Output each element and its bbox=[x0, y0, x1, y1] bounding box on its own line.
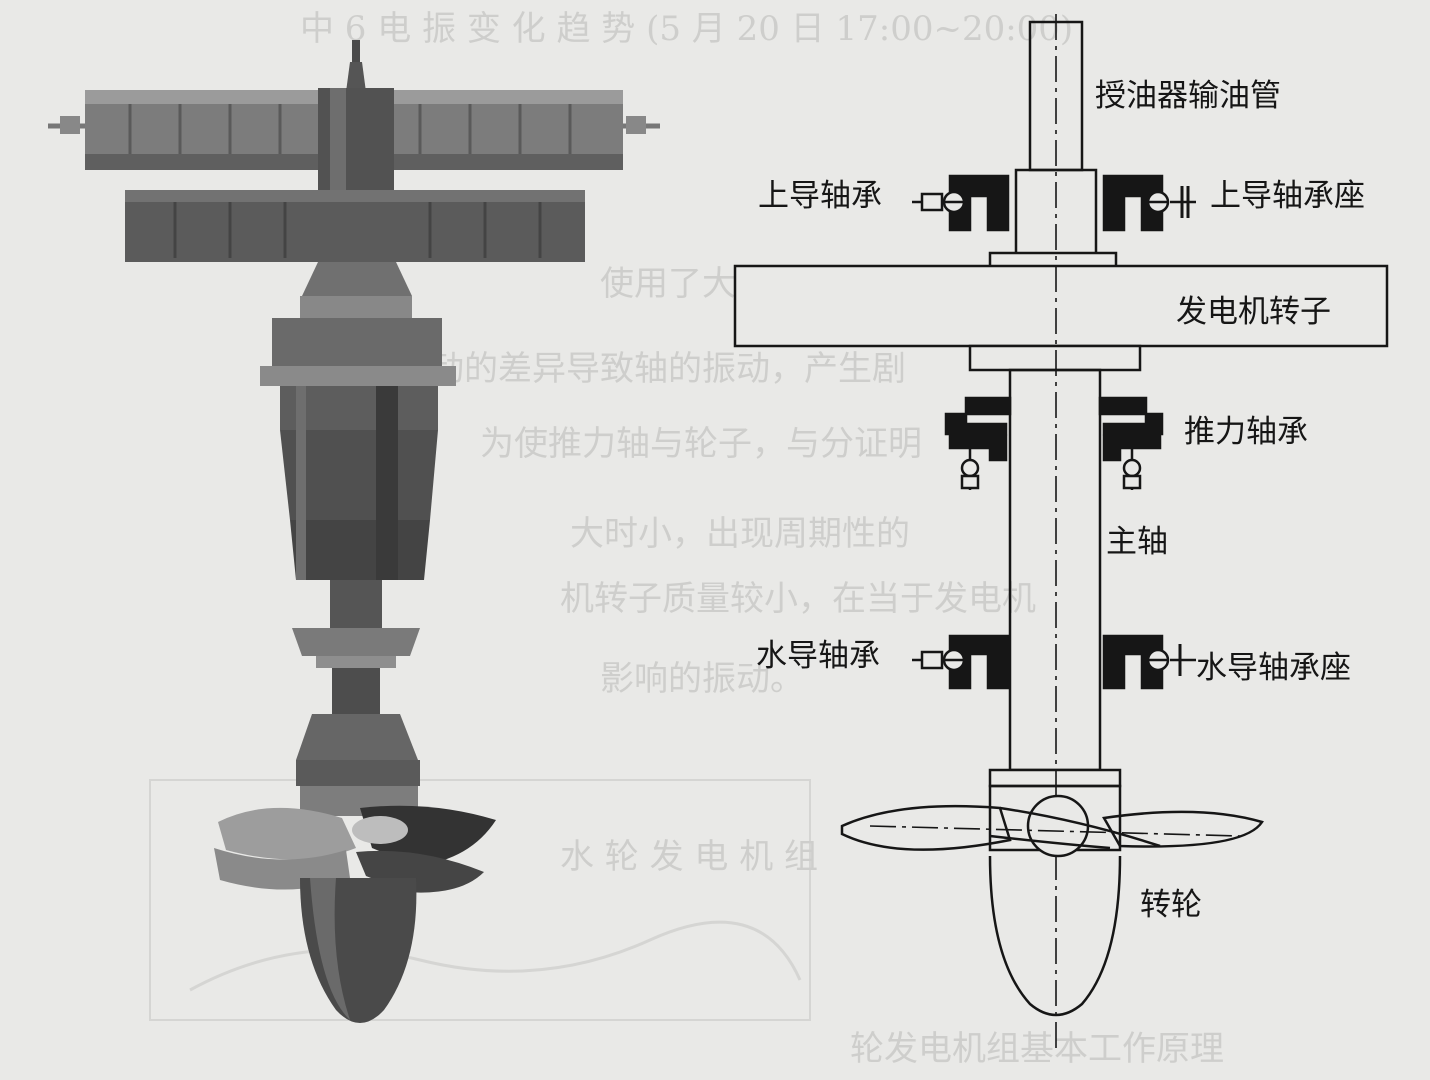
label-upper-bearing-seat: 上导轴承座 bbox=[1210, 178, 1365, 214]
shaft-schematic bbox=[733, 14, 1389, 1050]
label-water-bearing: 水导轴承 bbox=[756, 638, 880, 674]
label-thrust-bearing: 推力轴承 bbox=[1184, 414, 1308, 450]
thrust-bearing bbox=[944, 396, 1164, 490]
svg-text:水 轮 发 电 机 组: 水 轮 发 电 机 组 bbox=[560, 837, 818, 877]
label-oil-pipe: 授油器输油管 bbox=[1095, 78, 1281, 114]
label-main-shaft: 主轴 bbox=[1106, 524, 1168, 560]
label-upper-bearing: 上导轴承 bbox=[758, 178, 882, 214]
turbine-3d-model bbox=[48, 40, 660, 1023]
svg-text:中 6 电 振 变 化 趋 势 (5 月 20 日 17:0: 中 6 电 振 变 化 趋 势 (5 月 20 日 17:00~20:00) bbox=[300, 9, 1073, 49]
svg-text:轮发电机组基本工作原理: 轮发电机组基本工作原理 bbox=[850, 1029, 1224, 1069]
svg-text:动的差异导致轴的振动，产生剧: 动的差异导致轴的振动，产生剧 bbox=[430, 349, 906, 389]
water-guide-bearing bbox=[912, 634, 1196, 690]
svg-text:为使推力轴与轮子，与分证明: 为使推力轴与轮子，与分证明 bbox=[480, 424, 922, 464]
svg-text:影响的振动。: 影响的振动。 bbox=[600, 659, 804, 699]
svg-text:机转子质量较小，在当于发电机: 机转子质量较小，在当于发电机 bbox=[560, 579, 1036, 619]
upper-guide-bearing bbox=[912, 174, 1196, 232]
runner bbox=[840, 784, 1264, 1017]
label-rotor: 发电机转子 bbox=[1176, 294, 1331, 330]
label-water-bearing-seat: 水导轴承座 bbox=[1196, 650, 1351, 686]
svg-text:大时小，出现周期性的: 大时小，出现周期性的 bbox=[570, 514, 910, 554]
label-runner: 转轮 bbox=[1140, 887, 1202, 923]
